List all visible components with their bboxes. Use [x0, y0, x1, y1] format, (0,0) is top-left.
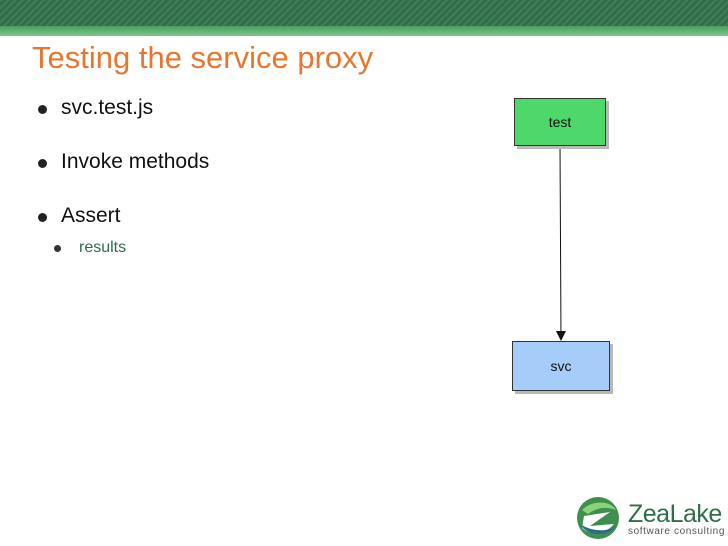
- node-test: test: [514, 98, 606, 146]
- bullet-item-svc-test: svc.test.js: [36, 96, 209, 150]
- node-test-label: test: [548, 114, 572, 130]
- sub-bullet-results: results: [52, 239, 126, 257]
- header-stripe: [0, 0, 728, 36]
- edge-test-to-svc: [555, 144, 566, 341]
- zealake-logo-mark: [577, 497, 619, 539]
- logo-tagline: software consulting: [628, 526, 726, 537]
- bullet-item-invoke-methods: Invoke methods: [36, 150, 209, 204]
- slide-title: Testing the service proxy: [32, 40, 374, 75]
- bullet-item-assert: Assert: [36, 204, 209, 234]
- bullet-list: svc.test.js Invoke methods Assert: [36, 96, 209, 234]
- node-svc: svc: [512, 341, 610, 391]
- header-hatch-pattern: [0, 0, 728, 26]
- logo-name: ZeaLake: [628, 500, 722, 528]
- node-svc-label: svc: [550, 358, 572, 374]
- header-gradient-band: [0, 26, 728, 36]
